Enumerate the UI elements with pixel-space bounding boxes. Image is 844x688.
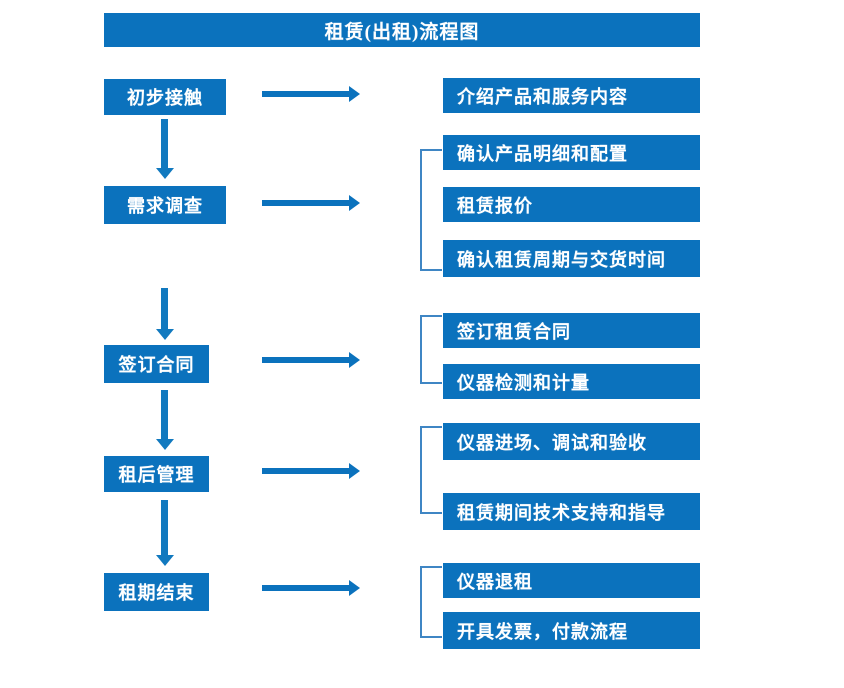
detail-arrow-5	[262, 585, 350, 591]
stage-arrow-1-2	[161, 119, 168, 169]
stage-arrow-2-3	[161, 288, 168, 330]
group-bracket-5	[420, 566, 442, 638]
stage-arrow-4-5	[161, 500, 168, 556]
detail-box-7[interactable]: 仪器进场、调试和验收	[443, 423, 700, 460]
group-bracket-2	[420, 149, 442, 271]
detail-box-3[interactable]: 租赁报价	[443, 187, 700, 222]
detail-box-10[interactable]: 开具发票，付款流程	[443, 612, 700, 649]
detail-box-5[interactable]: 签订租赁合同	[443, 313, 700, 348]
detail-box-8[interactable]: 租赁期间技术支持和指导	[443, 493, 700, 530]
detail-arrow-2	[262, 200, 350, 206]
detail-arrow-3	[262, 357, 350, 363]
stage-box-5[interactable]: 租期结束	[104, 573, 209, 611]
detail-box-9[interactable]: 仪器退租	[443, 563, 700, 598]
detail-box-2[interactable]: 确认产品明细和配置	[443, 135, 700, 170]
stage-box-1[interactable]: 初步接触	[104, 79, 226, 115]
stage-box-3[interactable]: 签订合同	[104, 345, 209, 383]
diagram-title: 租赁(出租)流程图	[104, 13, 700, 47]
group-bracket-3	[420, 315, 442, 384]
detail-arrow-1	[262, 91, 350, 97]
detail-box-1[interactable]: 介绍产品和服务内容	[443, 78, 700, 113]
stage-arrow-3-4	[161, 390, 168, 440]
detail-box-4[interactable]: 确认租赁周期与交货时间	[443, 240, 700, 277]
group-bracket-4	[420, 426, 442, 514]
detail-arrow-4	[262, 468, 350, 474]
detail-box-6[interactable]: 仪器检测和计量	[443, 364, 700, 399]
stage-box-4[interactable]: 租后管理	[104, 456, 209, 492]
stage-box-2[interactable]: 需求调查	[104, 186, 226, 224]
